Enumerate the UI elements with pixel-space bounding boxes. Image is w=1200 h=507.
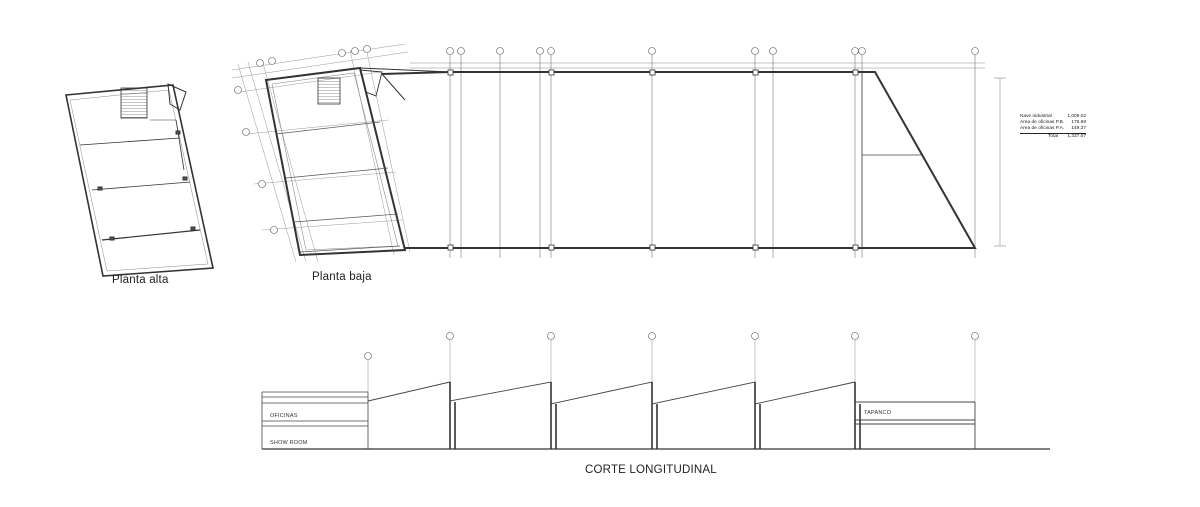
area-total-row: Total 1,337.07 <box>1020 132 1086 140</box>
mezzanine-label: TAPANCO <box>864 410 892 416</box>
ground-plan-label: Planta baja <box>312 271 372 283</box>
show-room-label: SHOW ROOM <box>270 440 308 446</box>
area-row: Area de oficinas P.B. 178.68 <box>1020 120 1086 126</box>
area-table: Nave industrial 1,009.02 Area de oficina… <box>1020 114 1086 140</box>
longitudinal-section <box>261 332 1050 450</box>
section-title: CORTE LONGITUDINAL <box>585 464 717 476</box>
area-row: Nave industrial 1,009.02 <box>1020 114 1086 119</box>
upper-plan-label: Planta alta <box>112 274 169 286</box>
stair-icon <box>120 87 148 119</box>
area-row: Area de oficinas P.A. 149.37 <box>1020 126 1086 132</box>
ground-floor-plan <box>231 43 1006 263</box>
stair-icon <box>317 77 341 105</box>
offices-label: OFICINAS <box>270 413 298 419</box>
upper-floor-plan <box>65 83 214 277</box>
